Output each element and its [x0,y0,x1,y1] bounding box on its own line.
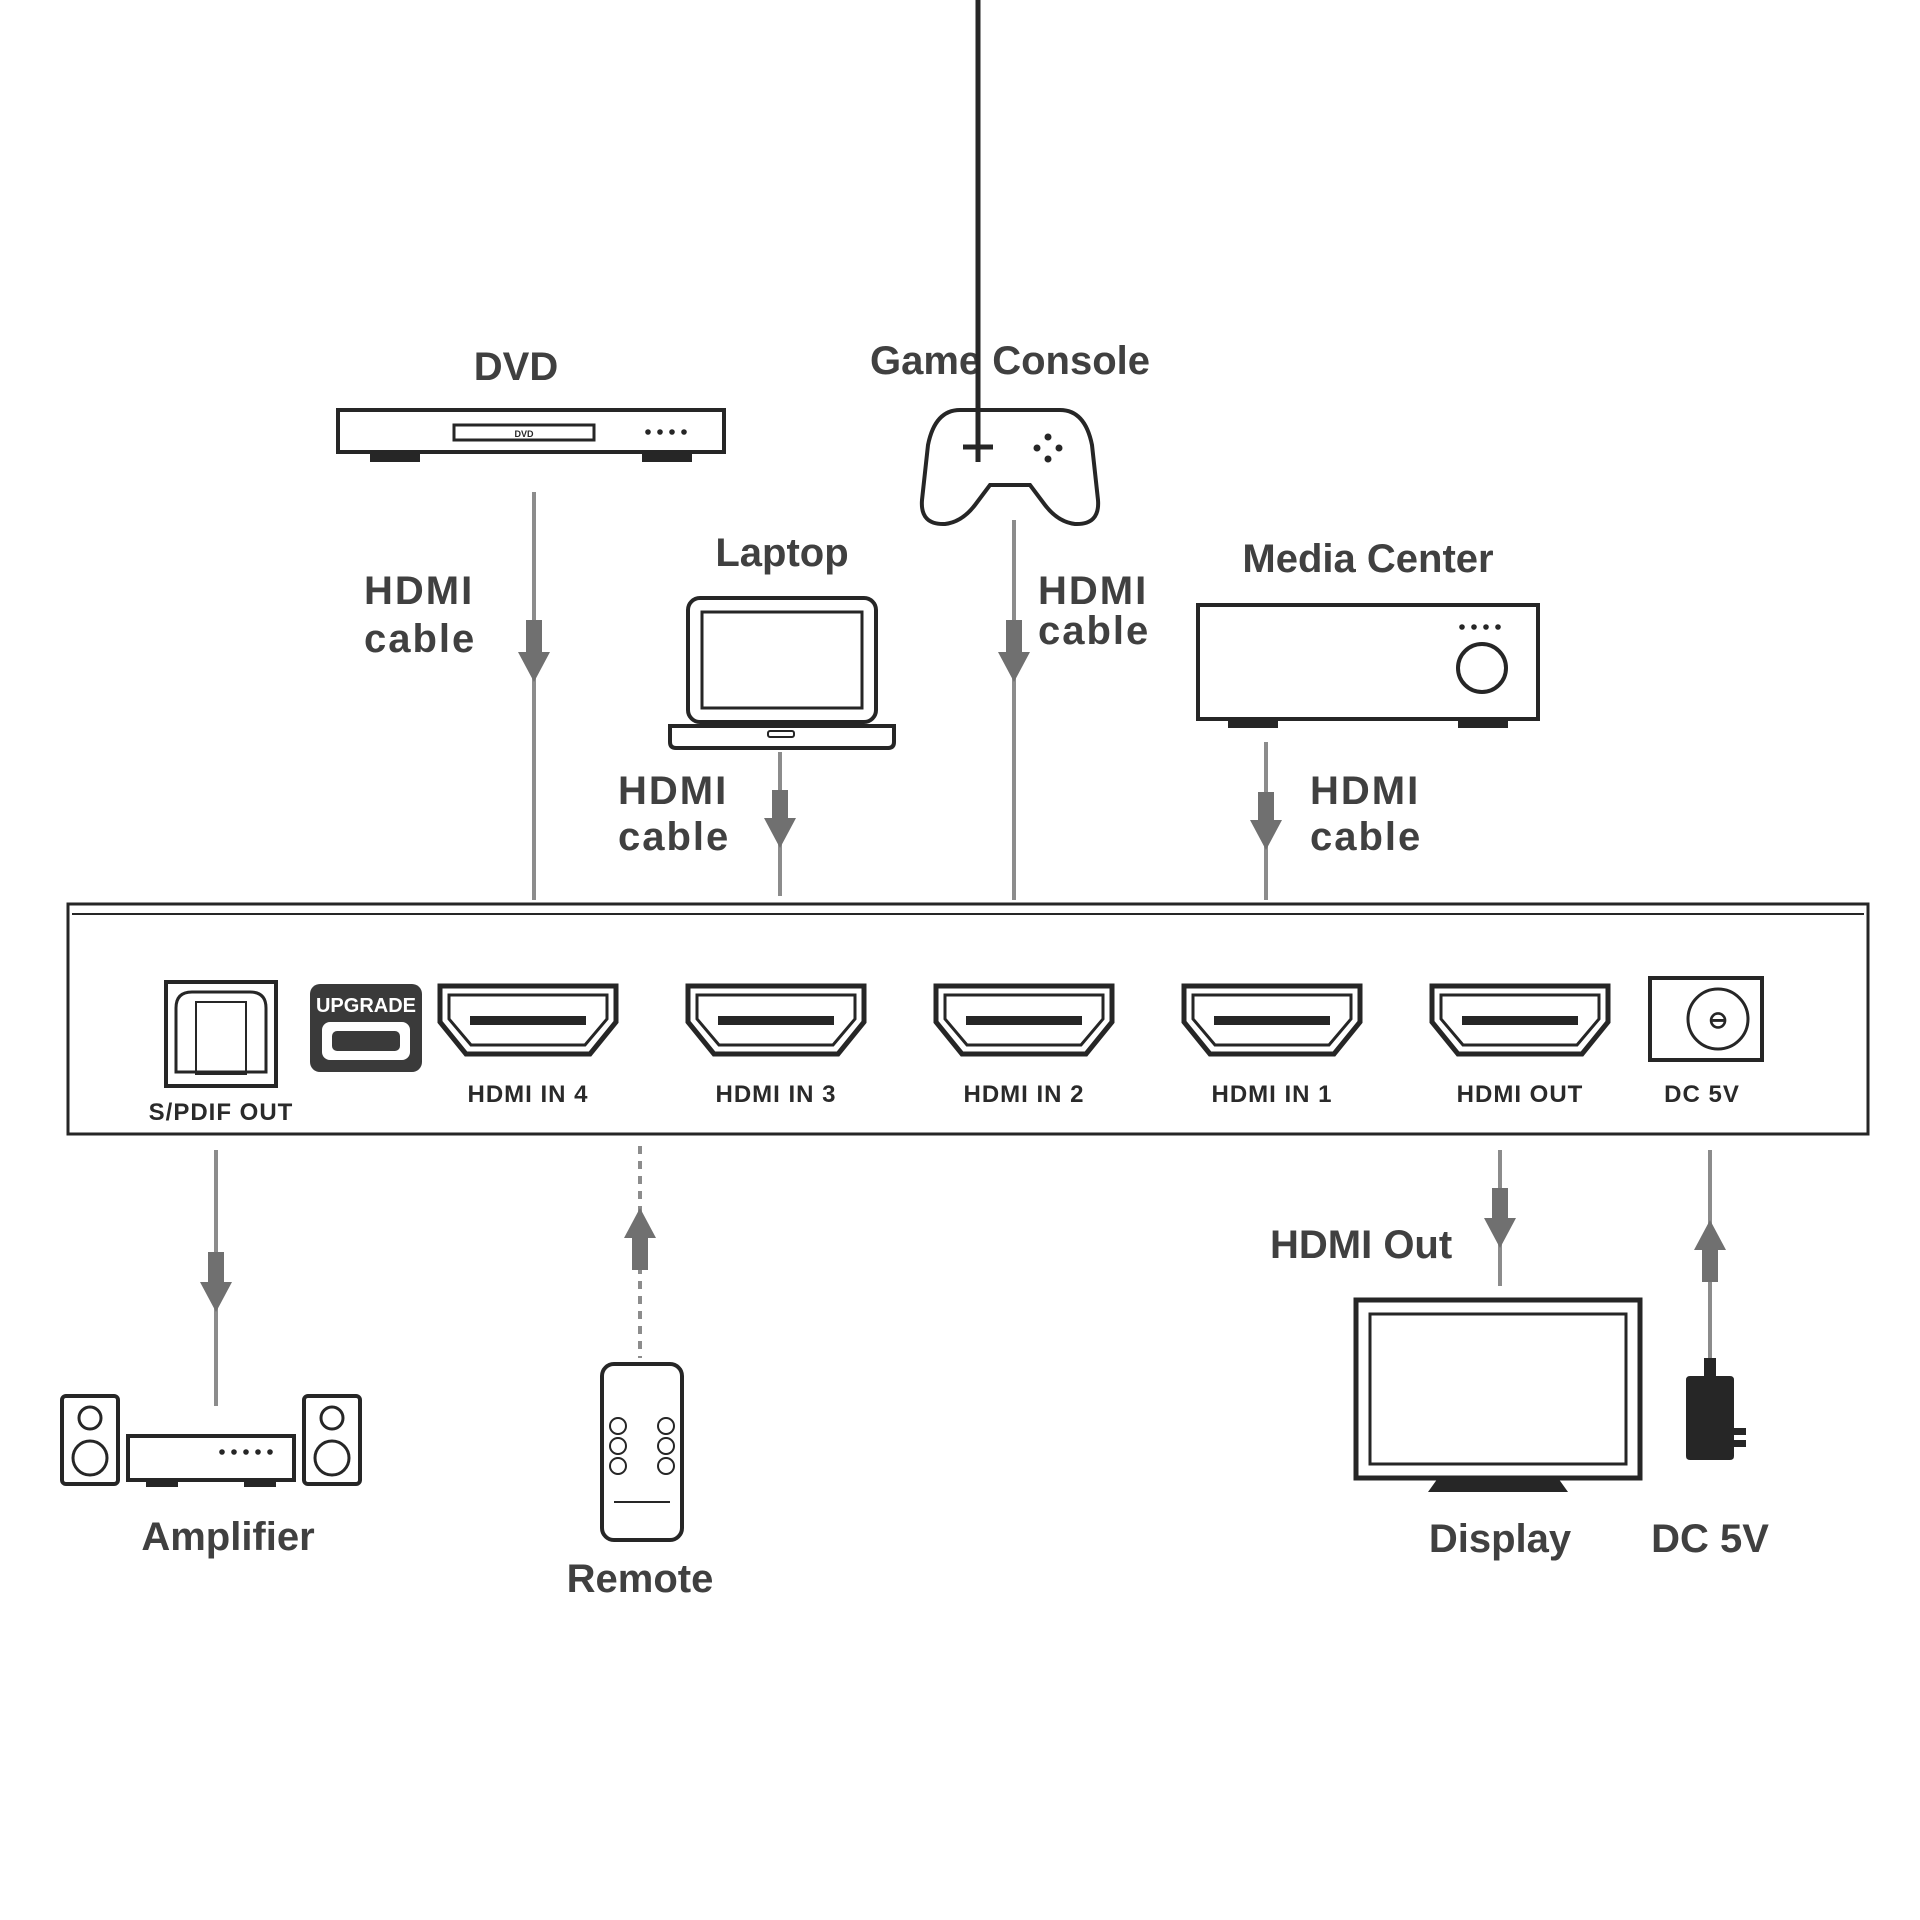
hdmi-port [1181,983,1363,1057]
laptop-icon [668,596,896,750]
hdmi-port [437,983,619,1057]
power-adapter-icon [1686,1358,1746,1460]
media-center-label: Media Center [1242,537,1493,581]
hdmi-ports: HDMI IN 4 HDMI IN 3 HDMI IN 2 HDMI IN 1 HDMI… [437,983,1611,1108]
game-console-label: Game Console [870,339,1150,383]
svg-text:HDMI: HDMI [618,769,728,813]
upgrade-label: UPGRADE [316,995,416,1017]
media-box-icon [1196,603,1540,728]
hdmi-port-label: HDMI IN 4 [467,1081,588,1108]
svg-text:cable: cable [1038,609,1150,653]
amplifier-speakers-icon [60,1394,362,1487]
dvd-cable-label: HDMI cable [364,569,476,661]
spdif-port [164,980,278,1088]
svg-text:cable: cable [364,617,476,661]
media-center-cable-label: HDMI cable [1310,769,1422,859]
laptop-cable-label: HDMI cable [618,769,730,859]
remote-control-icon [600,1362,684,1542]
spdif-port-label: S/PDIF OUT [149,1099,294,1126]
gamepad-icon [919,0,1101,527]
hdmi-port-label: HDMI IN 1 [1211,1081,1332,1108]
hdmi-port [685,983,867,1057]
monitor-icon [1353,1297,1643,1492]
svg-text:HDMI: HDMI [1038,569,1148,613]
power-adapter-label: DC 5V [1651,1517,1769,1561]
svg-text:HDMI: HDMI [1310,769,1420,813]
dvd-player-icon: DVD [336,408,726,462]
svg-text:⊖: ⊖ [1708,1007,1728,1034]
hdmi-port-label: HDMI OUT [1457,1081,1584,1108]
svg-text:HDMI: HDMI [364,569,474,613]
dc-port-label: DC 5V [1664,1081,1740,1108]
remote-label: Remote [567,1557,714,1601]
svg-text:cable: cable [618,815,730,859]
amplifier-label: Amplifier [141,1515,314,1559]
svg-text:cable: cable [1310,815,1422,859]
display-label: Display [1429,1517,1572,1561]
laptop-label: Laptop [715,531,848,575]
dvd-label: DVD [474,345,558,389]
display-cable-label: HDMI Out [1270,1223,1452,1267]
upgrade-port [310,984,422,1072]
dc-power-jack: ⊖ [1648,976,1764,1062]
game-console-cable-label: HDMI cable [1038,569,1150,653]
dvd-tray-text: DVD [514,429,534,439]
hdmi-port-label: HDMI IN 2 [963,1081,1084,1108]
hdmi-port-label: HDMI IN 3 [715,1081,836,1108]
hdmi-port [933,983,1115,1057]
hdmi-port [1429,983,1611,1057]
